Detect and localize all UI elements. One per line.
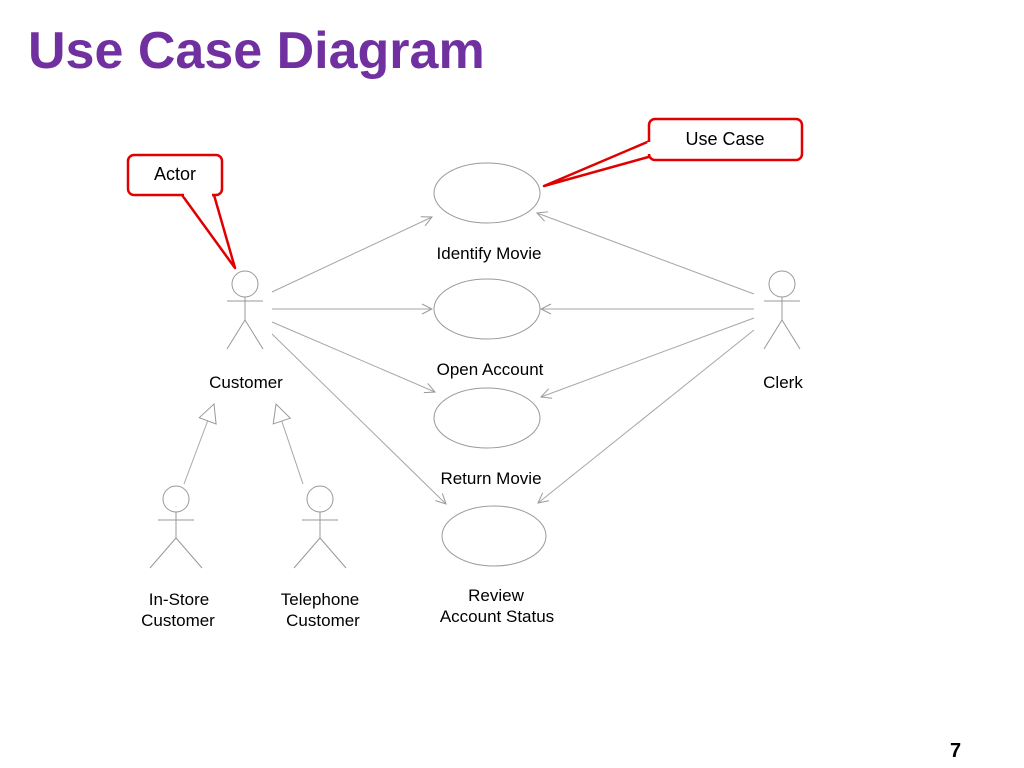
label-in-store-line-2: Customer bbox=[141, 611, 215, 630]
label-open-account: Open Account bbox=[437, 360, 544, 379]
callout-actor-text: Actor bbox=[154, 164, 196, 184]
callout-use-case: Use Case bbox=[542, 117, 804, 188]
use-case-review-account-status bbox=[441, 505, 547, 567]
generalization-in-store-to-customer bbox=[183, 404, 214, 485]
assoc-clerk-review-status bbox=[538, 329, 755, 503]
label-identify-movie: Identify Movie bbox=[437, 244, 542, 263]
label-review-line-1: Review bbox=[468, 586, 524, 605]
label-clerk: Clerk bbox=[763, 373, 803, 392]
label-telephone-line-1: Telephone bbox=[281, 590, 359, 609]
assoc-customer-return-movie bbox=[271, 321, 435, 392]
actor-clerk bbox=[763, 270, 801, 350]
callout-use-case-text: Use Case bbox=[685, 129, 764, 149]
use-case-open-account bbox=[433, 278, 541, 340]
callout-actor: Actor bbox=[126, 153, 237, 270]
label-telephone-line-2: Customer bbox=[286, 611, 360, 630]
assoc-customer-review-status bbox=[271, 333, 446, 504]
actor-in-store-customer bbox=[149, 485, 203, 569]
assoc-clerk-identify-movie bbox=[537, 213, 755, 295]
label-review-line-2: Account Status bbox=[440, 607, 554, 626]
actor-customer bbox=[226, 270, 264, 350]
slide-title: Use Case Diagram bbox=[28, 22, 485, 80]
assoc-customer-identify-movie bbox=[271, 217, 432, 293]
generalization-telephone-to-customer bbox=[276, 404, 304, 485]
assoc-clerk-return-movie bbox=[541, 317, 755, 397]
actor-telephone-customer bbox=[293, 485, 347, 569]
label-return-movie: Return Movie bbox=[440, 469, 541, 488]
use-case-identify-movie bbox=[433, 162, 541, 224]
label-customer: Customer bbox=[209, 373, 283, 392]
page-number: 7 bbox=[950, 740, 962, 762]
use-case-return-movie bbox=[433, 387, 541, 449]
label-in-store-line-1: In-Store bbox=[149, 590, 209, 609]
